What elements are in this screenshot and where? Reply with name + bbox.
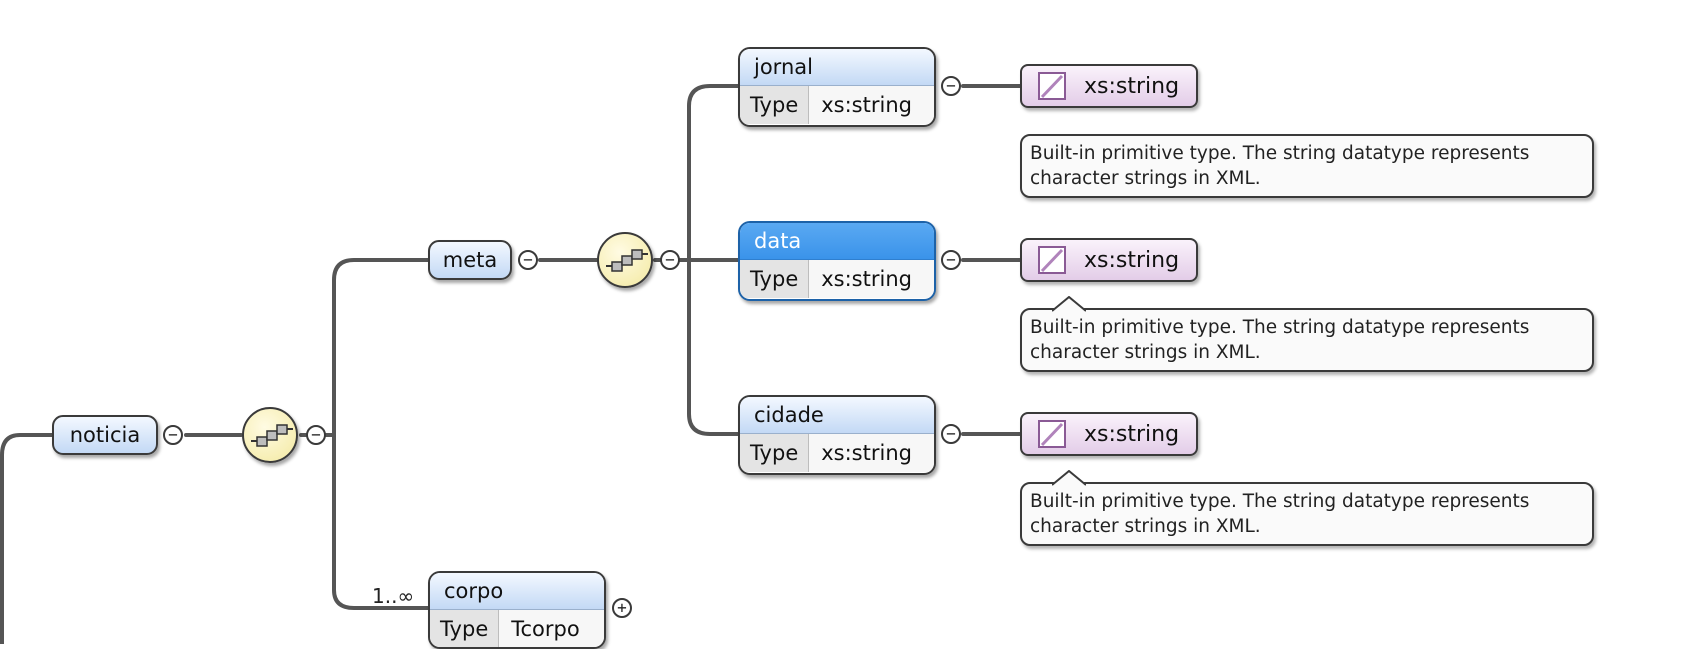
- sequence-compositor-icon: [606, 249, 648, 272]
- element-corpo-label: corpo: [430, 573, 604, 610]
- note-tail: [1052, 296, 1086, 312]
- element-jornal-label: jornal: [740, 49, 934, 86]
- type-value: Tcorpo: [499, 610, 604, 647]
- type-label: xs:string: [1084, 247, 1180, 273]
- simple-type-icon: [1038, 72, 1066, 100]
- element-noticia-label: noticia: [69, 423, 141, 447]
- type-key: Type: [740, 86, 810, 124]
- type-label: xs:string: [1084, 73, 1180, 99]
- sequence-compositor-root[interactable]: [242, 407, 298, 463]
- annotation-line-2: character strings in XML.: [1030, 516, 1261, 537]
- annotation-line-2: character strings in XML.: [1030, 342, 1261, 363]
- element-corpo[interactable]: corpo Type Tcorpo: [428, 571, 606, 649]
- annotation-cidade: Built-in primitive type. The string data…: [1020, 470, 1594, 546]
- type-label: xs:string: [1084, 421, 1180, 447]
- annotation-line-2: character strings in XML.: [1030, 168, 1261, 189]
- collapse-noticia-toggle[interactable]: −: [163, 425, 183, 445]
- element-data[interactable]: data Type xs:string: [738, 221, 936, 301]
- collapse-sequence-meta-toggle[interactable]: −: [660, 250, 680, 270]
- simple-type-icon: [1038, 420, 1066, 448]
- element-data-label: data: [740, 223, 934, 260]
- element-meta-label: meta: [442, 248, 498, 272]
- collapse-meta-toggle[interactable]: −: [518, 250, 538, 270]
- collapse-cidade-toggle[interactable]: −: [941, 424, 961, 444]
- type-key: Type: [740, 260, 810, 298]
- annotation-line-1: Built-in primitive type. The string data…: [1030, 143, 1530, 164]
- annotation-data: Built-in primitive type. The string data…: [1020, 296, 1594, 372]
- element-cidade[interactable]: cidade Type xs:string: [738, 395, 936, 475]
- type-key: Type: [430, 610, 500, 647]
- annotation-jornal: Built-in primitive type. The string data…: [1020, 134, 1594, 198]
- note-tail: [1052, 470, 1086, 486]
- sequence-compositor-meta[interactable]: [597, 232, 653, 288]
- corpo-cardinality: 1..∞: [372, 584, 415, 608]
- element-noticia[interactable]: noticia: [52, 415, 158, 455]
- type-xs-string-jornal[interactable]: xs:string: [1020, 64, 1198, 108]
- collapse-jornal-toggle[interactable]: −: [941, 76, 961, 96]
- type-xs-string-data[interactable]: xs:string: [1020, 238, 1198, 282]
- element-jornal[interactable]: jornal Type xs:string: [738, 47, 936, 127]
- expand-corpo-toggle[interactable]: +: [612, 598, 632, 618]
- simple-type-icon: [1038, 246, 1066, 274]
- type-key: Type: [740, 434, 810, 472]
- type-xs-string-cidade[interactable]: xs:string: [1020, 412, 1198, 456]
- type-value: xs:string: [809, 434, 934, 472]
- annotation-line-1: Built-in primitive type. The string data…: [1030, 491, 1530, 512]
- type-value: xs:string: [809, 260, 934, 298]
- element-cidade-label: cidade: [740, 397, 934, 434]
- element-meta[interactable]: meta: [428, 240, 512, 280]
- sequence-compositor-icon: [251, 424, 293, 447]
- annotation-line-1: Built-in primitive type. The string data…: [1030, 317, 1530, 338]
- collapse-sequence-root-toggle[interactable]: −: [306, 425, 326, 445]
- type-value: xs:string: [809, 86, 934, 124]
- collapse-data-toggle[interactable]: −: [941, 250, 961, 270]
